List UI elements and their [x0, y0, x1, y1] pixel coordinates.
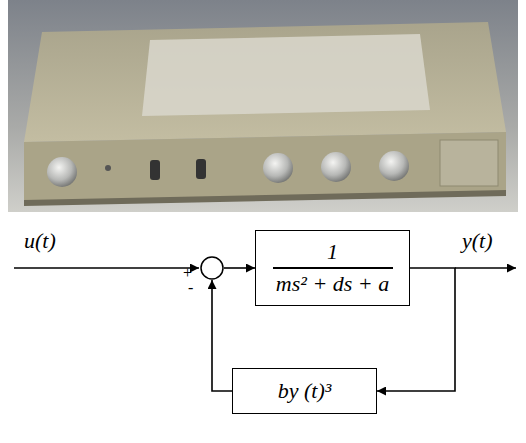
sign-mark: - [188, 280, 193, 296]
numerator: 1 [327, 239, 338, 265]
signal-connector [224, 267, 255, 269]
device-knob [379, 151, 409, 181]
fraction-bar [273, 267, 393, 269]
device-knob [321, 152, 351, 182]
device-switch [150, 160, 160, 180]
input-wire [14, 267, 199, 269]
signal-name: u(t) [24, 228, 56, 254]
device-switch [196, 159, 206, 179]
device-photo [0, 0, 526, 212]
junction-outline [200, 256, 224, 280]
device-knob [47, 157, 77, 187]
device-knob [263, 153, 293, 183]
device-base [24, 190, 506, 206]
block-text: by (t)³ [278, 378, 332, 404]
signal-name: y(t) [462, 228, 493, 254]
device-top [24, 22, 506, 142]
device-led [105, 165, 111, 171]
output-wire [455, 267, 516, 269]
signal-connector [212, 280, 232, 391]
denominator: ms² + ds + a [276, 271, 389, 297]
sign-mark: + [183, 265, 192, 281]
photo-ground [8, 0, 518, 212]
device-label [142, 34, 430, 116]
transfer-block: 1 ms² + ds + a [255, 230, 410, 306]
feedback-block: by (t)³ [232, 368, 377, 414]
device-panel [440, 140, 498, 186]
summing-junction: +- [200, 256, 224, 280]
